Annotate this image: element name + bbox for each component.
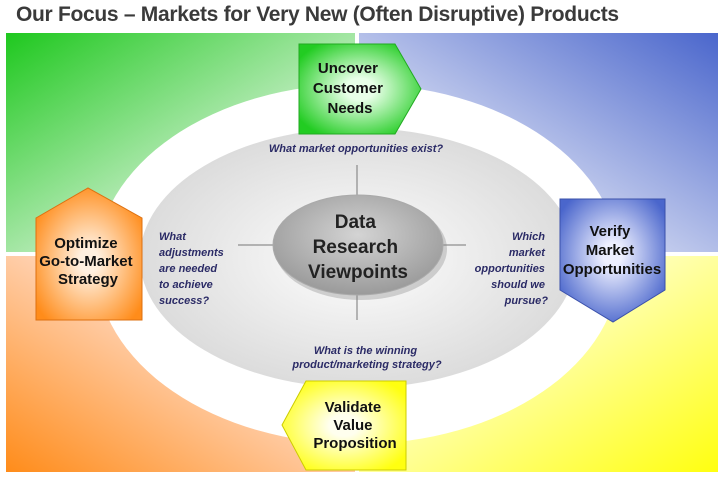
center-label: Data Research Viewpoints bbox=[308, 212, 408, 283]
stage-uncover-label: Uncover Customer Needs bbox=[313, 60, 387, 117]
stage-verify-shape bbox=[559, 198, 666, 323]
stage-validate-shape bbox=[281, 380, 407, 471]
stage-validate-label: Validate Value Proposition bbox=[313, 399, 396, 452]
connector-lines bbox=[238, 165, 466, 320]
stage-optimize-label: Optimize Go-to-Market Strategy bbox=[39, 235, 137, 288]
question-bottom: What is the winning product/marketing st… bbox=[291, 345, 441, 371]
stage-verify-label: Verify Market Opportunities bbox=[563, 223, 661, 278]
page-title: Our Focus – Markets for Very New (Often … bbox=[16, 3, 619, 26]
question-right: Which market opportunities should we pur… bbox=[475, 231, 549, 307]
question-left: What adjustments are needed to achieve s… bbox=[159, 231, 227, 307]
question-top: What market opportunities exist? bbox=[269, 143, 443, 155]
center-ellipse bbox=[272, 194, 444, 296]
stage-uncover-shape bbox=[298, 43, 422, 135]
stage-optimize-shape bbox=[35, 187, 143, 321]
